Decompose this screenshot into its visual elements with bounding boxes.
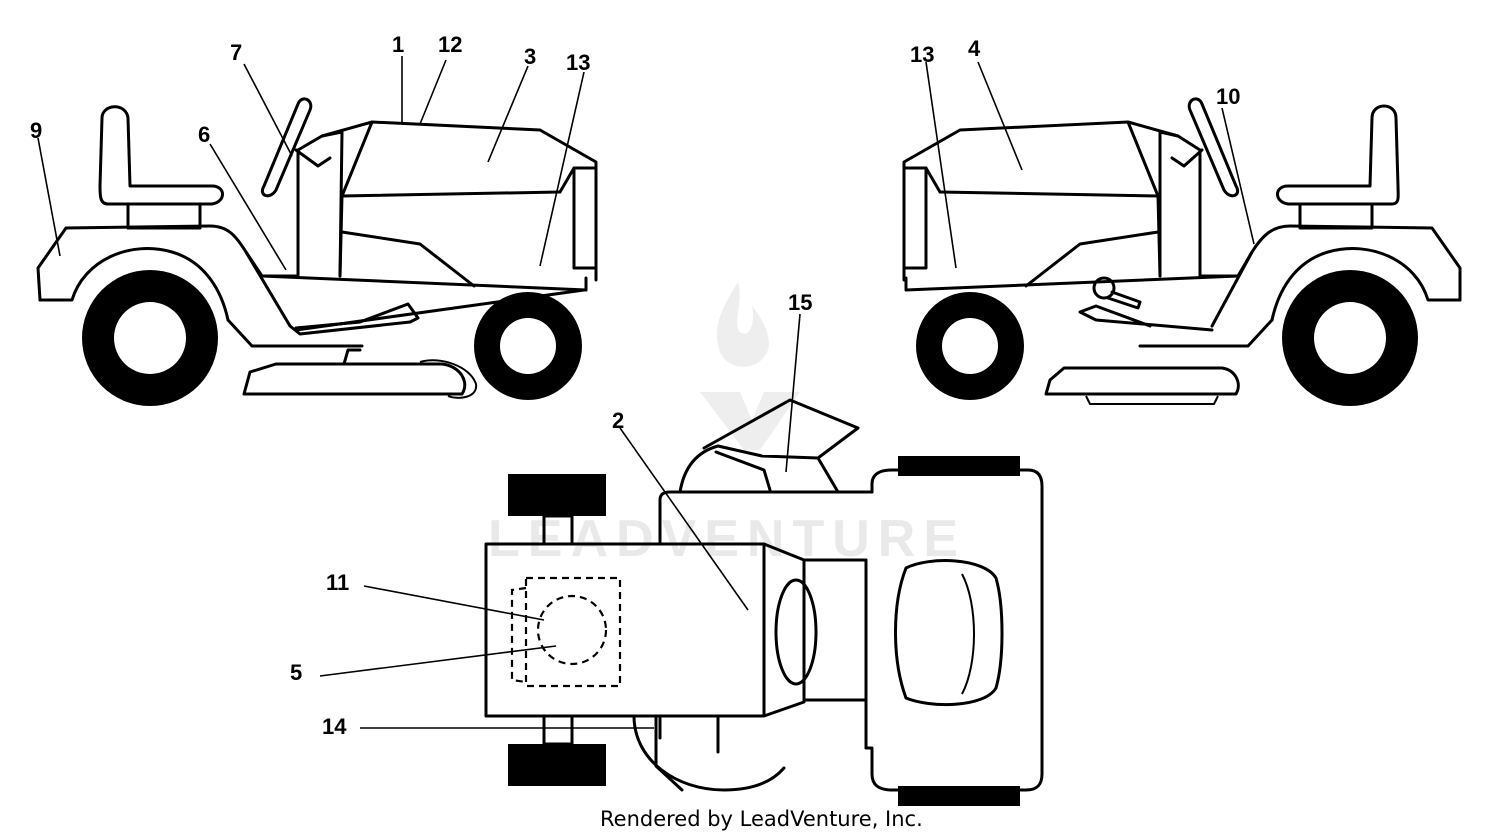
callout-4: 4 xyxy=(968,36,981,61)
render-credit: Rendered by LeadVenture, Inc. xyxy=(600,807,923,831)
leader-lines xyxy=(37,56,1255,729)
callout-13-left: 13 xyxy=(566,50,590,75)
watermark-text: LEADVENTURE xyxy=(488,510,966,568)
callout-15: 15 xyxy=(788,290,812,315)
callout-3: 3 xyxy=(524,44,536,69)
tractor-left-side-view xyxy=(36,97,598,406)
callout-6: 6 xyxy=(198,122,210,147)
tractor-right-side-view xyxy=(902,97,1462,406)
callout-7: 7 xyxy=(230,40,242,65)
tractor-top-view xyxy=(484,398,1044,806)
callout-11: 11 xyxy=(326,570,349,595)
callout-1: 1 xyxy=(392,32,404,57)
callout-2: 2 xyxy=(612,408,624,433)
callout-9: 9 xyxy=(30,118,42,143)
callout-13-right: 13 xyxy=(910,42,934,67)
callout-10: 10 xyxy=(1216,84,1240,109)
callout-5: 5 xyxy=(290,660,302,685)
callout-14: 14 xyxy=(322,714,347,739)
callout-12: 12 xyxy=(438,32,462,57)
callout-numbers: 1 12 3 13 7 6 9 13 4 10 15 2 11 5 14 xyxy=(30,32,1240,739)
